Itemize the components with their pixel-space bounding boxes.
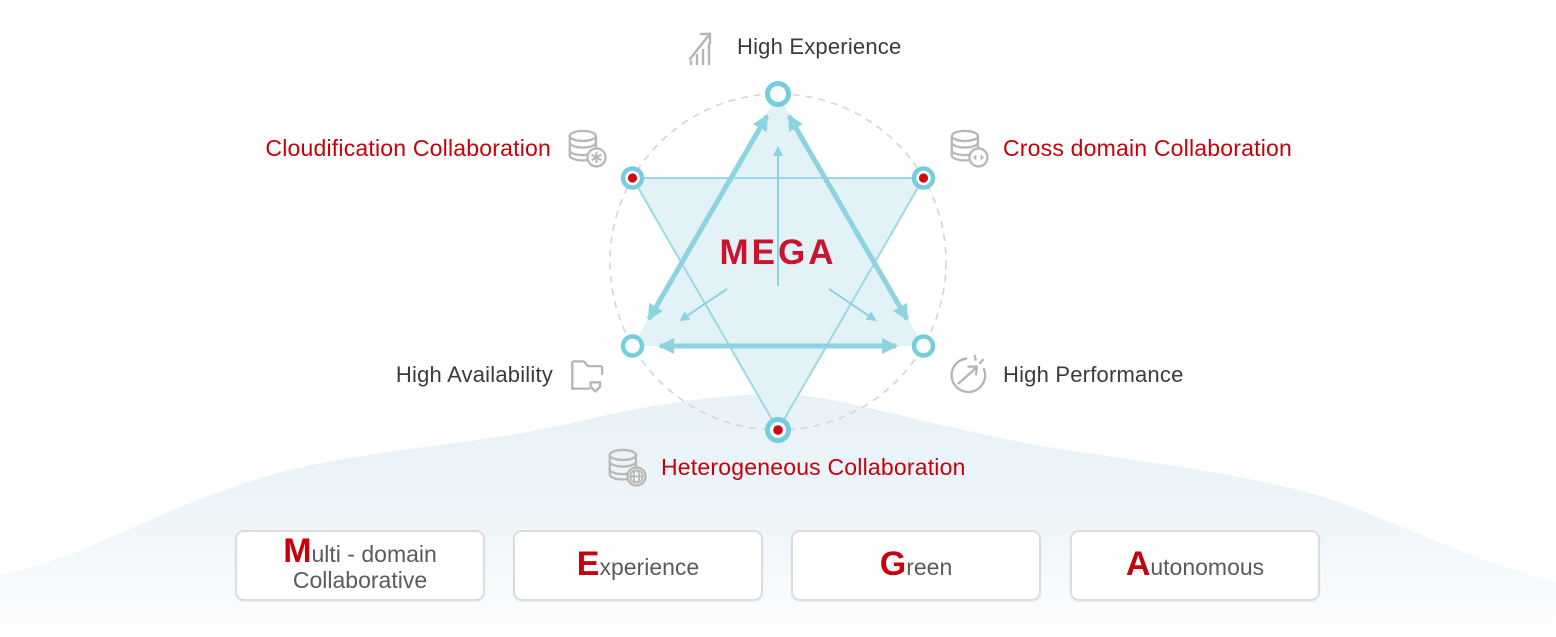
mega-box-experience: Experience [513,530,763,601]
database-star-icon [564,126,608,170]
box-line2: Collaborative [292,567,428,593]
mega-box-multi-domain: Multi - domain Collaborative [235,530,485,601]
box-text: Multi - domain [283,534,437,568]
node-cross-domain-collaboration: Cross domain Collaboration [946,125,1292,171]
upward-triangle-arrows [646,114,910,354]
box-rest: utonomous [1150,554,1265,580]
gauge-arrow-icon [946,353,990,397]
mega-box-green: Green [791,530,1041,601]
box-rest: xperience [599,554,700,580]
node-label: High Performance [1003,362,1184,387]
node-label: Cloudification Collaboration [265,134,551,161]
node-label: High Availability [395,362,553,387]
node-label: High Experience [737,34,902,59]
node-label: Heterogeneous Collaboration [661,453,966,480]
center-label-mega: MEGA [719,233,837,272]
box-text: Green [880,547,953,581]
node-cloudification-collaboration: Cloudification Collaboration [265,125,608,171]
box-initial: M [283,532,312,570]
database-sync-icon [946,126,990,170]
box-rest: ulti - domain [311,541,437,567]
node-high-experience: High Experience [684,24,901,70]
mega-box-autonomous: Autonomous [1070,530,1320,601]
box-rest: reen [906,554,953,580]
node-high-performance: High Performance [946,352,1184,398]
folder-shield-icon [566,353,610,397]
node-heterogeneous-collaboration: Heterogeneous Collaboration [604,444,966,490]
box-text: Autonomous [1126,547,1265,581]
box-text: Experience [577,547,700,581]
node-high-availability: High Availability [396,352,610,398]
box-initial: E [576,545,600,583]
database-globe-icon [604,445,648,489]
vertex-nodes [620,81,936,443]
box-initial: A [1125,545,1151,583]
node-label: Cross domain Collaboration [1003,134,1293,161]
growth-chart-icon [684,27,724,67]
box-initial: G [879,545,907,583]
